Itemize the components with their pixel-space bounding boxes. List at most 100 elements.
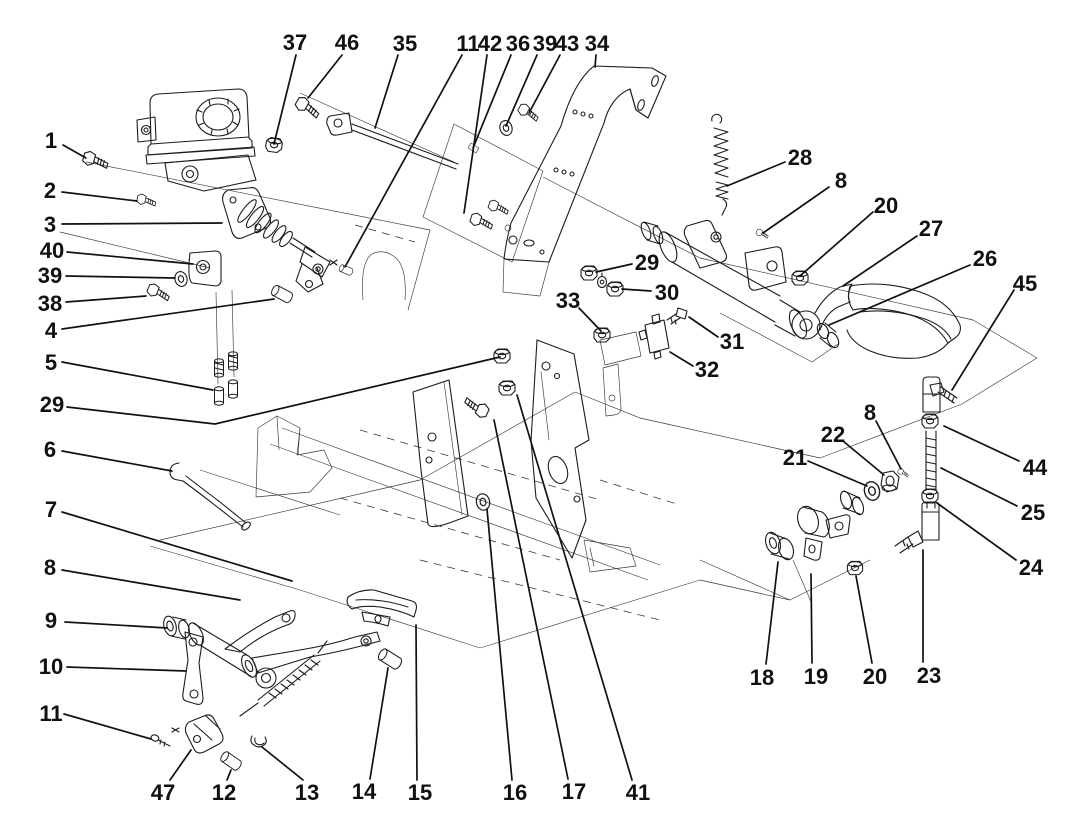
washer-21	[861, 479, 883, 503]
callout-number-27-32: 27	[919, 216, 943, 241]
nut-41	[498, 380, 516, 396]
callout-number-33-41: 33	[556, 288, 580, 313]
leader-line-15-19	[415, 624, 418, 781]
pin-4	[269, 283, 295, 305]
leader-line-8-34	[762, 186, 830, 234]
leader-line-17-21	[493, 419, 569, 780]
pin-11-top	[329, 259, 355, 277]
leader-line-1-0	[62, 144, 87, 159]
pedal-pad-15	[346, 589, 418, 627]
bushing-9	[163, 615, 190, 640]
leader-line-4-6	[61, 298, 275, 330]
leader-line-40-3	[66, 251, 194, 265]
bushing-26	[816, 322, 840, 349]
callout-number-1-0: 1	[45, 128, 57, 153]
nut-37	[264, 136, 284, 154]
leader-line-33-41	[578, 307, 602, 332]
callout-number-45-30: 45	[1013, 271, 1037, 296]
callout-number-26-31: 26	[973, 246, 997, 271]
callout-number-46-45: 46	[335, 30, 359, 55]
callout-number-14-18: 14	[352, 779, 377, 804]
callout-number-21-38: 21	[783, 445, 807, 470]
leader-line-32-43	[669, 351, 694, 367]
leader-line-44-29	[943, 425, 1020, 462]
nut-20-top	[791, 270, 809, 286]
clutch-pedal-shaft	[188, 622, 257, 678]
support-bracket-center	[530, 339, 590, 559]
leader-line-41-22	[516, 394, 633, 781]
callout-number-24-27: 24	[1019, 555, 1044, 580]
leader-line-46-45	[307, 54, 343, 99]
callout-number-44-29: 44	[1023, 455, 1048, 480]
leader-line-7-10	[61, 511, 293, 582]
leader-line-27-32	[842, 235, 918, 287]
spring-pin-42	[486, 198, 511, 217]
callout-number-29-39: 29	[635, 250, 659, 275]
leader-line-36-49	[472, 54, 512, 149]
callout-number-16-20: 16	[503, 780, 527, 805]
leader-line-16-20	[486, 508, 513, 781]
leader-line-10-13	[66, 666, 187, 672]
clutch-pedal-arm-7	[251, 631, 381, 689]
callout-number-38-5: 38	[38, 291, 62, 316]
callout-number-29-8: 29	[40, 392, 64, 417]
callout-number-20-33: 20	[874, 193, 898, 218]
leader-line-24-27	[936, 502, 1017, 561]
nut-29-center	[493, 348, 511, 364]
safety-switch-32	[599, 313, 670, 417]
callout-number-7-10: 7	[45, 497, 57, 522]
extension-spring-28	[711, 113, 729, 216]
leader-line-34-52	[594, 54, 597, 68]
leader-line-28-35	[726, 161, 786, 187]
callout-number-11-14: 11	[39, 701, 62, 726]
leader-line-47-15	[169, 749, 192, 781]
nut-22	[880, 470, 900, 493]
leader-line-12-16	[226, 769, 232, 781]
callout-number-8-34: 8	[835, 168, 847, 193]
callout-number-3-2: 3	[44, 212, 56, 237]
leader-line-43-51	[528, 54, 561, 114]
callout-number-30-40: 30	[655, 280, 679, 305]
spacers-5	[214, 351, 238, 406]
callout-number-36-49: 36	[506, 31, 530, 56]
leader-line-11-14	[63, 713, 152, 740]
leader-line-11-47	[344, 54, 463, 268]
spacer-tube	[839, 490, 865, 516]
shoulder-bolt-17	[461, 395, 491, 420]
callout-number-25-28: 25	[1021, 500, 1045, 525]
callout-number-37-44: 37	[283, 30, 307, 55]
callout-number-42-48: 42	[478, 31, 502, 56]
arm-10	[182, 631, 204, 705]
callout-number-9-12: 9	[45, 608, 57, 633]
callout-number-13-17: 13	[295, 780, 319, 805]
hook-rod-6	[169, 462, 251, 531]
nut-24	[921, 488, 939, 504]
callout-number-8-36: 8	[864, 400, 876, 425]
washer-39-left	[172, 269, 190, 289]
callout-number-35-46: 35	[393, 31, 417, 56]
nut-30	[606, 281, 624, 297]
nut-29-right	[580, 265, 598, 281]
rod-end-23	[894, 501, 940, 554]
bracket-34	[502, 65, 667, 297]
callout-number-19-24: 19	[804, 664, 828, 689]
mounting-panel	[422, 123, 544, 263]
callout-number-39-50: 39	[533, 31, 557, 56]
leader-line-45-30	[951, 289, 1015, 391]
callout-number-39-4: 39	[38, 263, 62, 288]
leader-line-39-50	[505, 54, 538, 127]
nut-20-bottom	[846, 560, 864, 576]
support-bracket-left	[412, 379, 469, 528]
bolt-1	[81, 149, 111, 171]
leader-line-2-1	[61, 191, 138, 202]
washer-39-top	[497, 118, 515, 138]
pushrod-clevis	[299, 246, 331, 278]
leader-line-29-39	[595, 263, 633, 273]
lever-19	[797, 505, 851, 561]
clip-13	[250, 735, 267, 748]
callout-number-4-6: 4	[45, 318, 58, 343]
leader-line-31-42	[688, 316, 719, 338]
